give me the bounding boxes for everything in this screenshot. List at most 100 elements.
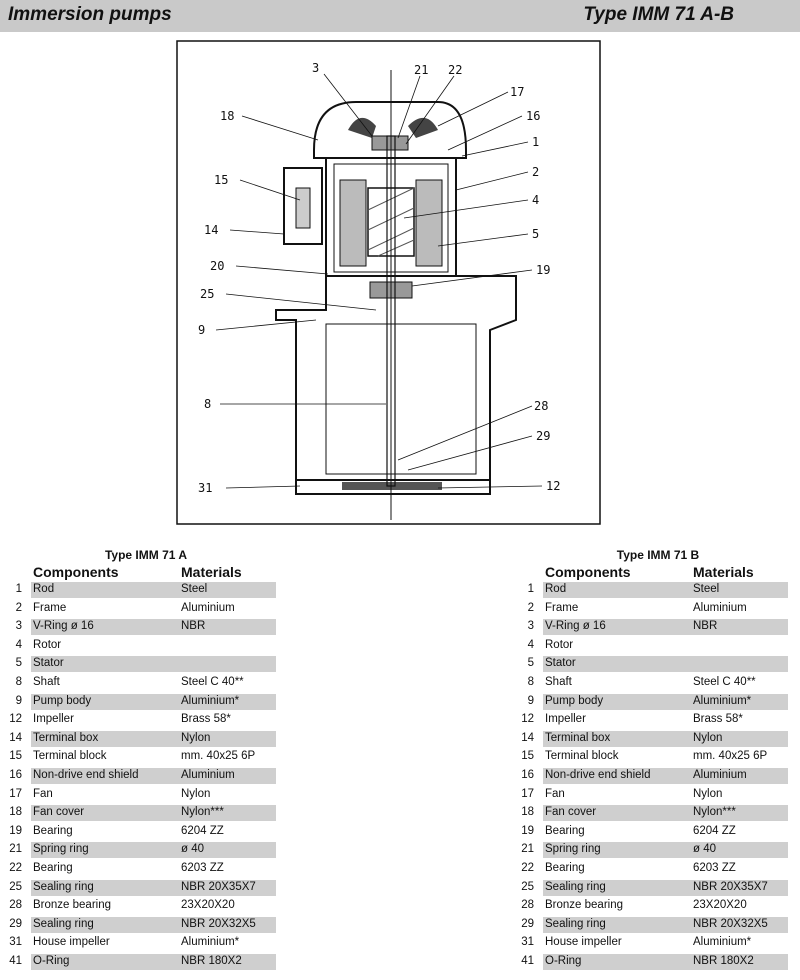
header-banner: Immersion pumps Type IMM 71 A-B [0,0,800,32]
callout-4: 4 [532,193,539,207]
part-number: 19 [9,824,22,837]
component-name: Fan cover [33,806,85,819]
table-title: Type IMM 71 B [616,548,700,562]
part-number: 9 [527,694,534,707]
part-number: 14 [521,731,534,744]
part-number: 3 [15,620,22,633]
material-name: Nylon [693,787,723,800]
row-shading [543,953,788,970]
row-shading [543,916,788,933]
material-name: NBR 180X2 [693,954,754,967]
row-shading [543,767,788,784]
material-name: Aluminium* [181,694,240,707]
component-name: Stator [33,657,64,670]
component-name: Pump body [33,694,92,707]
component-name: Spring ring [33,843,89,856]
callout-16: 16 [526,109,540,123]
row-shading [31,619,276,636]
part-number: 21 [521,843,534,856]
material-name: 23X20X20 [693,899,747,912]
component-name: Non-drive end shield [33,768,139,781]
component-name: Fan cover [545,806,597,819]
material-name: Aluminium [693,601,747,614]
material-name: NBR [181,620,206,633]
part-number: 29 [521,917,534,930]
material-name: NBR 20X32X5 [181,917,256,930]
part-number: 5 [527,657,534,670]
pump-cross-section: 3 21 22 17 16 1 18 15 2 4 14 5 20 19 25 … [176,40,601,525]
part-number: 22 [521,861,534,874]
part-number: 31 [521,936,534,949]
table-row: 25 Sealing ring NBR 20X35X7 [6,879,296,898]
row-shading [31,767,276,784]
column-materials: Materials [693,564,754,580]
row-shading [31,656,276,673]
material-name: NBR 180X2 [181,954,242,967]
row-shading [543,693,788,710]
component-name: V-Ring ø 16 [545,620,606,633]
component-name: Spring ring [545,843,601,856]
material-name: Steel C 40** [693,675,756,688]
material-name: ø 40 [181,843,205,856]
callout-22: 22 [448,63,462,77]
component-name: Sealing ring [33,880,94,893]
component-name: Shaft [33,675,60,688]
material-name: NBR 20X35X7 [181,880,256,893]
table-row: 5 Stator [6,655,296,674]
component-name: Rod [545,583,567,595]
leader-lines [215,73,543,489]
material-name: mm. 40x25 6P [181,750,256,763]
row-shading [543,879,788,896]
component-name: Bronze bearing [545,899,623,912]
row-shading [31,693,276,710]
component-name: Frame [33,601,67,614]
row-shading [31,730,276,747]
component-name: Impeller [33,713,74,726]
component-name: O-Ring [545,954,582,967]
part-number: 25 [9,880,22,893]
material-name: NBR 20X35X7 [693,880,768,893]
component-name: Bearing [33,824,73,837]
part-number: 16 [9,768,22,781]
callout-1: 1 [532,135,539,149]
part-number: 5 [15,657,22,670]
material-name: Aluminium [181,768,235,781]
material-name: Steel [693,583,720,595]
part-number: 25 [521,880,534,893]
row-shading [31,842,276,859]
component-name: Terminal box [33,731,99,744]
component-name: Non-drive end shield [545,768,651,781]
callout-21: 21 [414,63,428,77]
component-name: O-Ring [33,954,70,967]
material-name: ø 40 [693,843,717,856]
material-name: Aluminium [693,768,747,781]
callout-3: 3 [312,61,319,75]
callout-14: 14 [204,223,218,237]
component-name: Rod [33,583,55,595]
material-name: Nylon [181,787,211,800]
component-name: Frame [545,601,579,614]
part-number: 8 [15,675,22,688]
material-name: 6203 ZZ [693,861,736,874]
